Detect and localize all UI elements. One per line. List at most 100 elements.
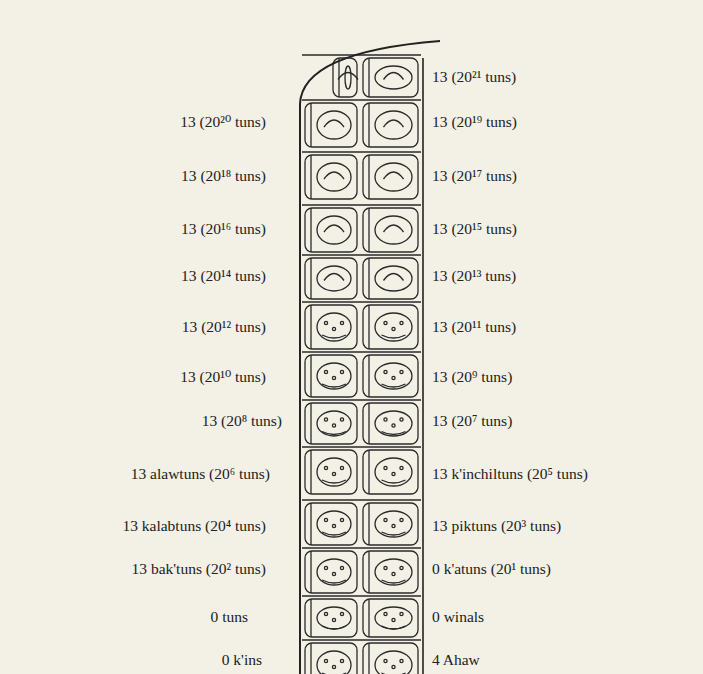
glyph-stroke	[363, 403, 418, 444]
glyph-stroke	[340, 659, 343, 662]
glyph-stroke	[324, 466, 327, 469]
glyph-stroke	[338, 73, 358, 80]
place-value-label: 13 (20¹⁹ tuns)	[432, 112, 517, 132]
glyph-stroke	[305, 305, 357, 349]
glyph-stroke	[368, 450, 369, 494]
glyph-stroke	[392, 665, 395, 668]
glyph-stroke	[324, 566, 327, 569]
glyph-stroke	[363, 503, 418, 545]
glyph-stroke	[375, 66, 412, 89]
glyph-stroke	[368, 155, 369, 199]
glyph-stroke	[400, 659, 403, 662]
glyph-stroke	[317, 111, 351, 139]
glyph-stroke	[302, 547, 421, 548]
glyph-stroke	[382, 626, 406, 629]
glyph-stroke	[384, 659, 387, 662]
glyph-stroke	[310, 503, 311, 545]
glyph-stroke	[310, 258, 311, 299]
glyph-stroke	[302, 595, 421, 596]
place-value-label: 13 (20²⁰ tuns)	[180, 112, 266, 132]
glyph-stroke	[317, 458, 351, 486]
glyph-stroke	[324, 518, 327, 521]
glyph-stroke	[340, 370, 343, 373]
place-value-label: 0 tuns	[211, 607, 248, 627]
glyph-stroke	[322, 532, 346, 535]
place-value-label: 13 k'inchiltuns (20⁵ tuns)	[432, 464, 588, 484]
place-value-label: 13 (20¹¹ tuns)	[432, 317, 516, 337]
glyph-stroke	[384, 274, 404, 281]
glyph-stroke	[332, 424, 335, 427]
glyph-stroke	[400, 518, 403, 521]
glyph-stroke	[375, 511, 412, 537]
glyph-stroke	[302, 351, 421, 352]
glyph-stroke	[384, 321, 387, 324]
glyph-stroke	[368, 643, 369, 674]
glyph-stroke	[363, 208, 418, 252]
glyph-stroke	[382, 480, 406, 483]
glyph-stroke	[400, 612, 403, 615]
place-value-label: 0 k'atuns (20¹ tuns)	[432, 559, 551, 579]
glyph-stroke	[332, 665, 335, 668]
glyph-stroke	[317, 216, 351, 244]
glyph-stroke	[384, 120, 404, 127]
glyph-stroke	[317, 266, 351, 291]
glyph-stroke	[332, 376, 335, 379]
glyph-stroke	[375, 559, 412, 585]
glyph-stroke	[368, 103, 369, 147]
glyph-stroke	[340, 418, 343, 421]
glyph-stroke	[332, 472, 335, 475]
glyph-stroke	[302, 204, 421, 205]
glyph-stroke	[375, 313, 412, 341]
glyph-stroke	[375, 163, 412, 191]
glyph-stroke	[363, 103, 418, 147]
glyph-stroke	[333, 58, 357, 97]
glyph-stroke	[302, 499, 421, 500]
place-value-label: 0 k'ins	[222, 650, 262, 670]
glyph-stroke	[400, 321, 403, 324]
glyph-stroke	[384, 518, 387, 521]
glyph-stroke	[384, 73, 404, 80]
glyph-stroke	[324, 612, 327, 615]
glyph-stroke	[392, 572, 395, 575]
glyph-stroke	[305, 503, 357, 545]
glyph-stroke	[310, 103, 311, 147]
glyph-stroke	[305, 450, 357, 494]
glyph-stroke	[302, 54, 421, 55]
place-value-label: 13 bak'tuns (20² tuns)	[132, 559, 266, 579]
place-value-label: 13 (20¹⁴ tuns)	[181, 266, 266, 286]
place-value-label: 13 (20¹² tuns)	[182, 317, 266, 337]
glyph-stroke	[392, 376, 395, 379]
glyph-stroke	[382, 532, 406, 535]
place-value-label: 13 (20¹³ tuns)	[432, 266, 516, 286]
glyph-stroke	[305, 403, 357, 444]
glyph-stroke	[375, 363, 412, 389]
glyph-stroke	[363, 551, 418, 593]
glyph-stroke	[324, 172, 344, 179]
glyph-stroke	[392, 524, 395, 527]
glyph-stroke	[368, 599, 369, 637]
glyph-stroke	[384, 370, 387, 373]
glyph-stroke	[375, 111, 412, 139]
glyph-stroke	[310, 599, 311, 637]
glyph-stroke	[363, 155, 418, 199]
glyph-stroke	[324, 321, 327, 324]
glyph-stroke	[317, 559, 351, 585]
glyph-stroke	[400, 370, 403, 373]
glyph-stroke	[322, 384, 346, 387]
glyph-stroke	[324, 274, 344, 281]
glyph-stroke	[310, 305, 311, 349]
glyph-stroke	[305, 551, 357, 593]
place-value-label: 13 piktuns (20³ tuns)	[432, 516, 561, 536]
place-value-label: 13 (20⁷ tuns)	[432, 411, 512, 431]
glyph-stroke	[400, 466, 403, 469]
glyph-stroke	[305, 643, 357, 674]
glyph-stroke	[324, 659, 327, 662]
glyph-stroke	[332, 618, 335, 621]
glyph-stroke	[400, 418, 403, 421]
glyph-stroke	[363, 258, 418, 299]
glyph-stroke	[302, 399, 421, 400]
glyph-stroke	[392, 472, 395, 475]
glyph-stroke	[400, 566, 403, 569]
glyph-stroke	[363, 450, 418, 494]
glyph-stroke	[310, 643, 311, 674]
